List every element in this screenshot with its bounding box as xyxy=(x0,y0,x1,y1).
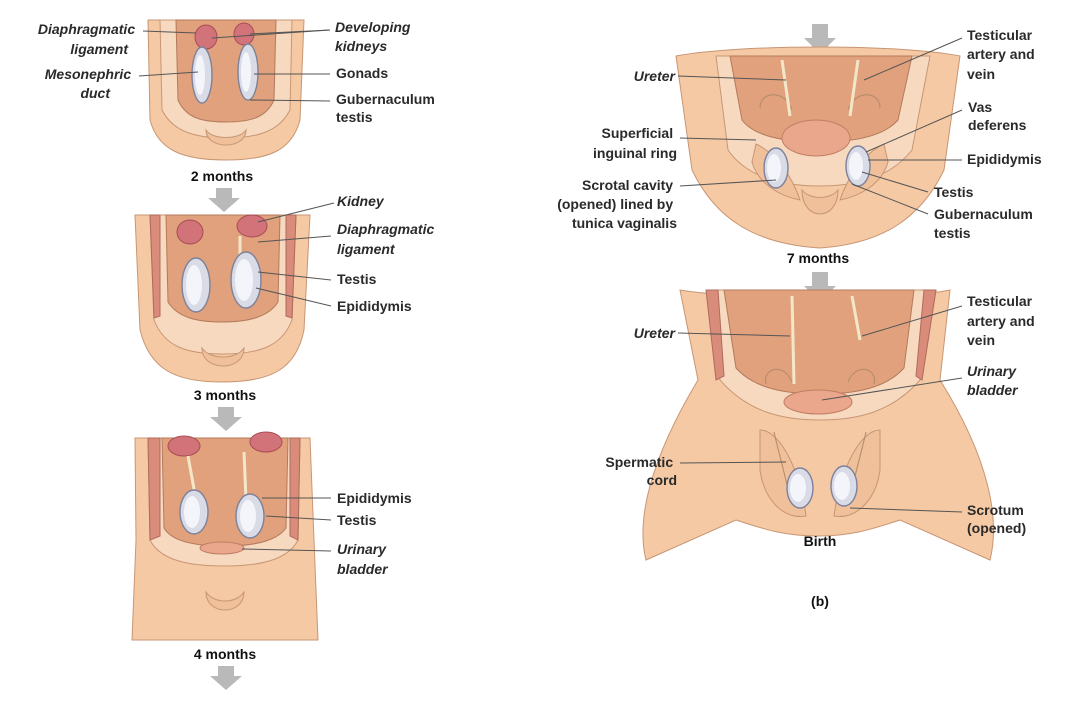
caption-3-months: 3 months xyxy=(194,387,256,403)
label-scrotum-birth: Scrotum (opened) xyxy=(967,502,1028,536)
down-arrow-2 xyxy=(210,407,242,431)
label-spermatic-cord-birth: Spermatic cord xyxy=(605,454,677,488)
label-urinary-bladder-birth: Urinary bladder xyxy=(967,363,1020,398)
panel-label-b: (b) xyxy=(811,593,829,609)
label-gonads-2m: Gonads xyxy=(336,65,388,81)
down-arrow-3 xyxy=(210,666,242,690)
stage-birth xyxy=(642,289,994,561)
stage-4-months xyxy=(131,431,319,641)
label-ureter-7m: Ureter xyxy=(634,68,677,84)
caption-birth: Birth xyxy=(804,533,837,549)
label-scrotal-cavity-7m: Scrotal cavity (opened) lined by tunica … xyxy=(557,177,677,231)
label-vas-deferens-7m: Vas deferens xyxy=(968,99,1027,133)
label-testis-4m: Testis xyxy=(337,512,377,528)
label-developing-kidneys-2m: Developing kidneys xyxy=(335,19,414,54)
stage-4-months-labels: Epididymis Testis Urinary bladder 4 mont… xyxy=(194,490,412,690)
stage-7-months xyxy=(675,46,961,249)
label-epididymis-4m: Epididymis xyxy=(337,490,412,506)
label-testis-7m: Testis xyxy=(934,184,974,200)
stage-2-months-labels: Diaphragmatic ligament Mesonephric duct … xyxy=(38,19,439,212)
down-arrow-1 xyxy=(208,188,240,212)
label-testicular-artery-vein-birth: Testicular artery and vein xyxy=(967,293,1039,348)
stage-3-months-labels: Kidney Diaphragmatic ligament Testis Epi… xyxy=(194,193,438,431)
label-mesonephric-duct-2m: Mesonephric duct xyxy=(45,66,135,101)
label-superficial-inguinal-ring-7m: Superficial inguinal ring xyxy=(593,125,677,161)
label-urinary-bladder-4m: Urinary bladder xyxy=(337,541,390,577)
label-epididymis-7m: Epididymis xyxy=(967,151,1042,167)
label-epididymis-3m: Epididymis xyxy=(337,298,412,314)
label-diaphragmatic-ligament-3m: Diaphragmatic ligament xyxy=(337,221,438,257)
caption-7-months: 7 months xyxy=(787,250,849,266)
down-arrow-4 xyxy=(804,272,836,302)
down-arrow-top-b xyxy=(804,24,836,54)
caption-4-months: 4 months xyxy=(194,646,256,662)
label-ureter-birth: Ureter xyxy=(634,325,677,341)
stage-2-months xyxy=(147,19,305,161)
label-gubernaculum-testis-7m: Gubernaculum testis xyxy=(934,206,1037,241)
label-testis-3m: Testis xyxy=(337,271,377,287)
label-kidney-3m: Kidney xyxy=(337,193,385,209)
caption-2-months: 2 months xyxy=(191,168,253,184)
stage-7-months-labels: Ureter Superficial inguinal ring Scrotal… xyxy=(557,27,1042,302)
stage-3-months xyxy=(134,214,311,383)
stage-birth-labels: Ureter Spermatic cord Testicular artery … xyxy=(605,293,1039,609)
label-testicular-artery-vein-7m: Testicular artery and vein xyxy=(967,27,1039,82)
label-diaphragmatic-ligament-2m: Diaphragmatic ligament xyxy=(38,21,139,57)
label-gubernaculum-testis-2m: Gubernaculum testis xyxy=(336,91,439,125)
